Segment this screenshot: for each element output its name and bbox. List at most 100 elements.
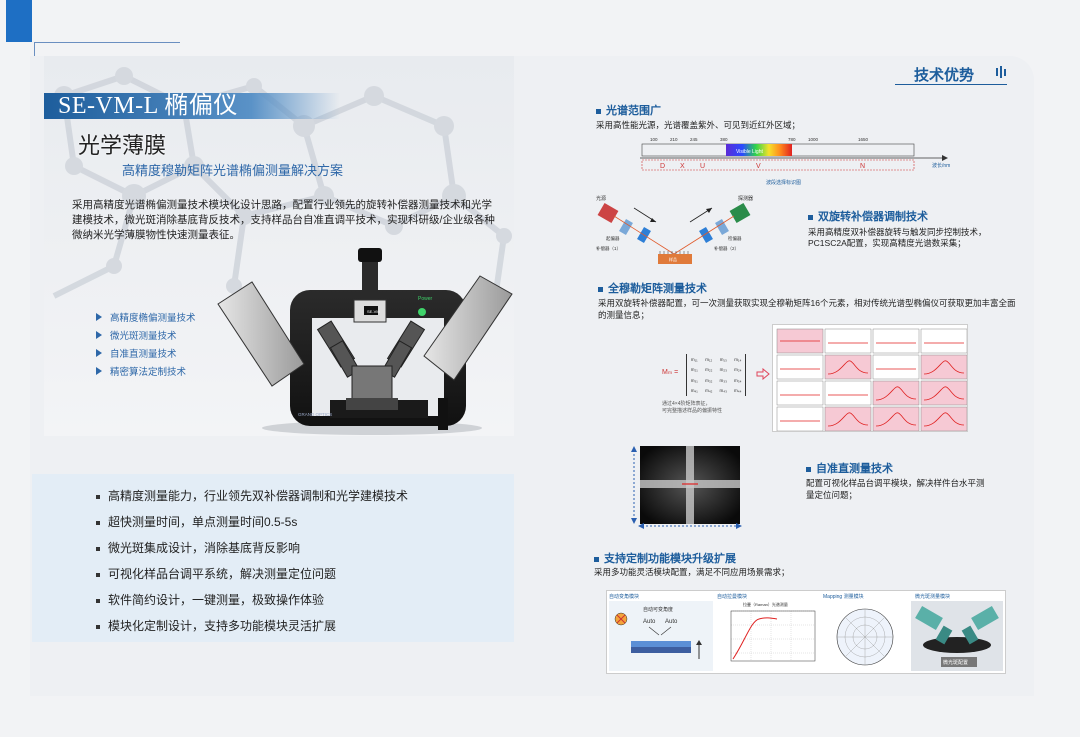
svg-text:D: D [660,163,665,170]
mueller-cell-plot [824,354,872,380]
feature-item: 高精度椭偏测量技术 [96,308,196,326]
spectrum-desc: 采用高性能光源，光谱覆盖紫外、可见到近红外区域； [596,120,801,130]
dual-desc-1: 采用高精度双补偿器旋转与触发同步控制技术， [808,227,987,237]
svg-text:245: 245 [690,137,698,142]
mueller-cell-plot [872,328,920,354]
svg-text:Auto: Auto [665,619,678,625]
svg-text:380: 380 [720,137,728,142]
square-bullet-icon [598,286,603,292]
mueller-curve [923,386,965,401]
list-item: 软件简约设计，一键测量，极致操作体验 [96,586,408,612]
module-strip: 自动变角模块 自动可变角度 Auto Auto 自动拉曼模块 拉曼（Raman）… [606,590,1006,674]
svg-text:拉曼（Raman）光谱测量: 拉曼（Raman）光谱测量 [743,601,788,607]
svg-text:光源: 光源 [596,195,606,202]
crosshair-image [631,446,740,524]
mueller-curve [923,412,965,427]
svg-text:补偿器（1）: 补偿器（1） [596,245,621,252]
mueller-curve [875,412,917,427]
mueller-cell-plot [872,380,920,406]
optical-path-svg: 光源 探测器 样品 起偏器 补偿器（1） 检偏器 补偿器（2） [596,195,753,264]
mueller-curve [875,386,917,401]
mueller-cell-plot [776,354,824,380]
mueller-desc: 采用双旋转补偿器配置，可一次测量获取实现全穆勒矩阵16个元素，相对传统光谱型椭偏… [598,298,1016,320]
square-bullet-icon [806,466,811,472]
list-item: 可视化样品台调平系统，解决测量定位问题 [96,560,408,586]
svg-text:探测器: 探测器 [738,195,753,202]
mueller-cell-plot [776,380,824,406]
svg-text:检偏器: 检偏器 [728,235,742,242]
product-subtitle: 光学薄膜 [78,134,167,159]
svg-text:Power: Power [418,296,433,302]
svg-text:补偿器（2）: 补偿器（2） [714,245,739,252]
svg-text:自动可变角度: 自动可变角度 [643,606,673,613]
square-bullet-icon [96,495,100,499]
mueller-curve [827,360,869,375]
square-bullet-icon [596,108,601,114]
triangle-bullet-icon [96,331,102,339]
list-item: 模块化定制设计，支持多功能模块灵活扩展 [96,612,408,638]
dual-title: 双旋转补偿器调制技术 [808,208,928,224]
list-item: 高精度测量能力，行业领先双补偿器调制和光学建模技术 [96,482,408,508]
mueller-cell-plot [920,328,968,354]
autocollimation-desc-2: 量定位问题； [806,490,858,500]
mueller-cell-plot [824,380,872,406]
autocollimation-image [630,446,740,524]
mueller-cell-plot [776,406,824,432]
mueller-plots [772,324,968,432]
square-bullet-icon [96,573,100,577]
arrow-right-icon [756,368,770,380]
intro-paragraph: 采用高精度光谱椭偏测量技术模块化设计思路，配置行业领先的旋转补偿器测量技术和光学… [72,199,495,241]
mueller-curve [923,360,965,375]
autocollimation-title: 自准直测量技术 [806,460,893,476]
product-tagline: 高精度穆勒矩阵光谱椭偏测量解决方案 [122,163,344,178]
svg-text:Auto: Auto [643,619,656,625]
square-bullet-icon [96,547,100,551]
raman-module: 拉曼（Raman）光谱测量 [715,601,819,671]
expansion-desc: 采用多功能灵活模块配置，满足不同应用场景需求； [594,567,790,577]
feature-item: 精密算法定制技术 [96,362,196,380]
svg-text:1650: 1650 [858,137,869,142]
spectrum-diagram: Visible Light 100 210 245 380 780 1000 1… [636,134,966,190]
bars-icon [996,66,1006,78]
svg-text:780: 780 [788,137,796,142]
square-bullet-icon [96,599,100,603]
svg-text:210: 210 [670,137,678,142]
advantages-underline [895,84,1007,85]
svg-text:V: V [756,163,761,170]
mueller-cell-plot [920,380,968,406]
mueller-title: 全穆勒矩阵测量技术 [598,280,707,296]
svg-text:波段选择标识图: 波段选择标识图 [766,179,801,186]
list-item: 超快测量时间，单点测量时间0.5-5s [96,508,408,534]
triangle-bullet-icon [96,349,102,357]
triangle-bullet-icon [96,313,102,321]
svg-text:微光斑配置: 微光斑配置 [943,659,968,666]
horizontal-arrow [638,523,742,529]
svg-text:SE-VM: SE-VM [367,309,380,314]
square-bullet-icon [808,214,813,220]
mueller-cell-plot [824,406,872,432]
svg-text:GRAND OPTICS: GRAND OPTICS [298,412,332,417]
mapping-module [821,601,909,671]
svg-text:波长/nm: 波长/nm [932,162,950,169]
corner-accent [6,0,32,42]
svg-text:Visible Light: Visible Light [736,149,763,155]
advantages-title: 技术优势 [914,67,975,84]
spectrum-bar-svg: Visible Light 100 210 245 380 780 1000 1… [640,137,950,186]
autocollimation-desc-1: 配置可视化样品台调平模块，解决样件台水平测 [806,478,985,488]
list-item: 微光斑集成设计，消除基底背反影响 [96,534,408,560]
auto-angle-module: 自动可变角度 Auto Auto [609,601,713,671]
mueller-cell-plot [872,354,920,380]
svg-text:U: U [700,163,705,170]
svg-text:样品: 样品 [669,256,677,262]
title-band [44,93,340,119]
highlights-box [32,474,514,642]
optical-path-diagram: 光源 探测器 样品 起偏器 补偿器（1） 检偏器 补偿器（2） [594,194,800,272]
mueller-cell-plot [920,406,968,432]
svg-text:X: X [680,163,685,170]
dual-desc-2: PC1SC2A配置，实现高精度光谱数采集； [808,238,966,248]
mueller-curve [827,412,869,427]
mueller-plots-svg [776,328,968,432]
highlights-list: 高精度测量能力，行业领先双补偿器调制和光学建模技术 超快测量时间，单点测量时间0… [96,482,408,638]
instrument-image: SE-VM Power GRAND OPTICS [217,248,513,435]
